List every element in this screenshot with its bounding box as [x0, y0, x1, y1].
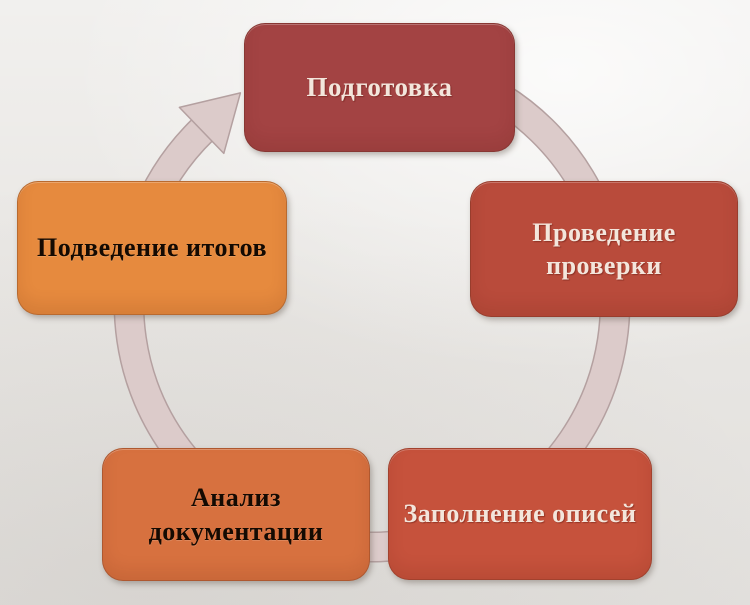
cycle-node-provedenie-proverki: Проведение проверки — [470, 181, 738, 317]
cycle-node-label: Заполнение описей — [403, 499, 637, 529]
cycle-node-label: Проведение проверки — [532, 217, 676, 280]
cycle-node-analiz-dokumentacii: Анализ документации — [102, 448, 370, 581]
cycle-node-podvedenie-itogov: Подведение итогов — [17, 181, 287, 315]
cycle-node-zapolnenie-opisey: Заполнение описей — [388, 448, 652, 580]
arrow-head-icon — [178, 92, 242, 155]
cycle-node-podgotovka: Подготовка — [244, 23, 515, 152]
cycle-node-label: Анализ документации — [148, 483, 324, 546]
cycle-node-label: Подведение итогов — [36, 233, 268, 263]
cycle-node-label: Подготовка — [306, 72, 453, 103]
